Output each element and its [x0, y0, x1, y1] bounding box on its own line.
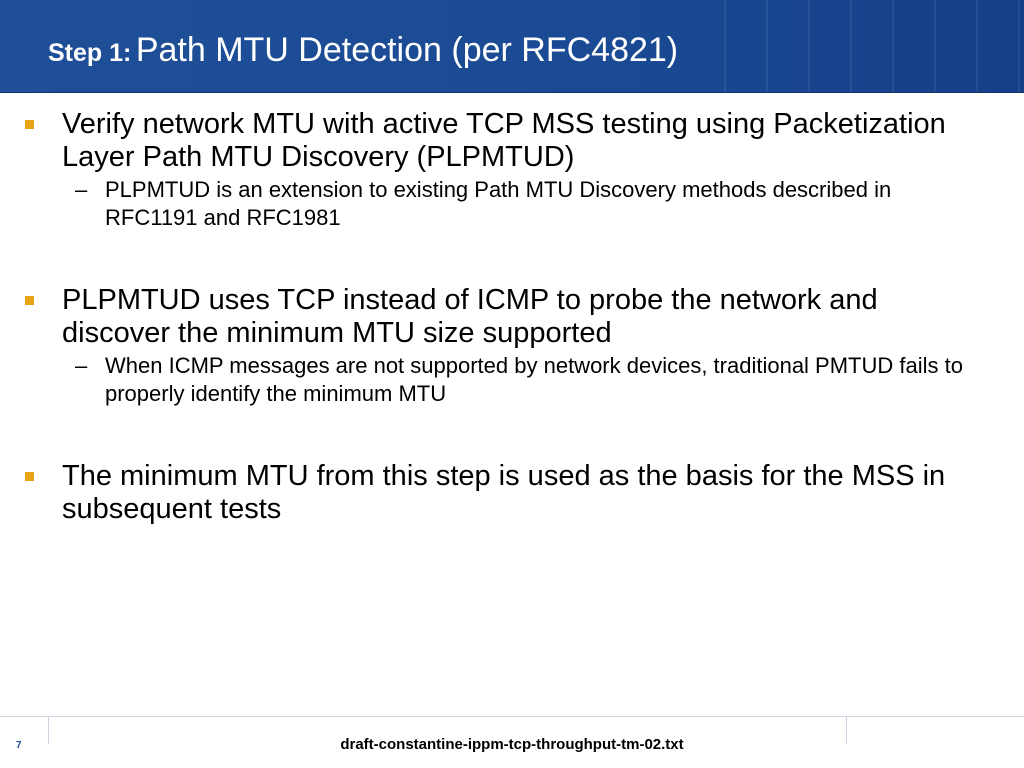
dash-icon: –: [75, 177, 88, 202]
dash-icon: –: [75, 353, 88, 378]
bullet-text: The minimum MTU from this step is used a…: [62, 460, 946, 525]
title-main: Path MTU Detection (per RFC4821): [135, 31, 679, 69]
footer-divider-left: [48, 716, 49, 744]
slide-title: Step 1: Path MTU Detection (per RFC4821): [48, 30, 678, 77]
bullet-item: PLPMTUD uses TCP instead of ICMP to prob…: [0, 284, 1024, 350]
footer-text: draft-constantine-ippm-tcp-throughput-tm…: [340, 736, 684, 753]
sub-bullet-item: – PLPMTUD is an extension to existing Pa…: [0, 176, 1024, 232]
footer-divider-right: [846, 716, 847, 744]
bullet-text: Verify network MTU with active TCP MSS t…: [62, 108, 946, 173]
title-prefix: Step 1:: [48, 39, 132, 67]
sub-bullet-text: PLPMTUD is an extension to existing Path…: [105, 177, 892, 230]
bullet-item: The minimum MTU from this step is used a…: [0, 460, 1024, 526]
sub-bullet-text: When ICMP messages are not supported by …: [105, 353, 963, 406]
title-bar: Step 1: Path MTU Detection (per RFC4821): [0, 0, 1024, 93]
sub-bullet-item: – When ICMP messages are not supported b…: [0, 352, 1024, 408]
footer-divider: [0, 716, 1024, 717]
slide-body: Verify network MTU with active TCP MSS t…: [0, 100, 1024, 526]
page-number: 7: [16, 740, 22, 751]
bullet-text: PLPMTUD uses TCP instead of ICMP to prob…: [62, 284, 878, 349]
bullet-item: Verify network MTU with active TCP MSS t…: [0, 108, 1024, 174]
square-bullet-icon: [25, 296, 34, 305]
header-decoration: [684, 0, 1024, 92]
square-bullet-icon: [25, 472, 34, 481]
square-bullet-icon: [25, 120, 34, 129]
